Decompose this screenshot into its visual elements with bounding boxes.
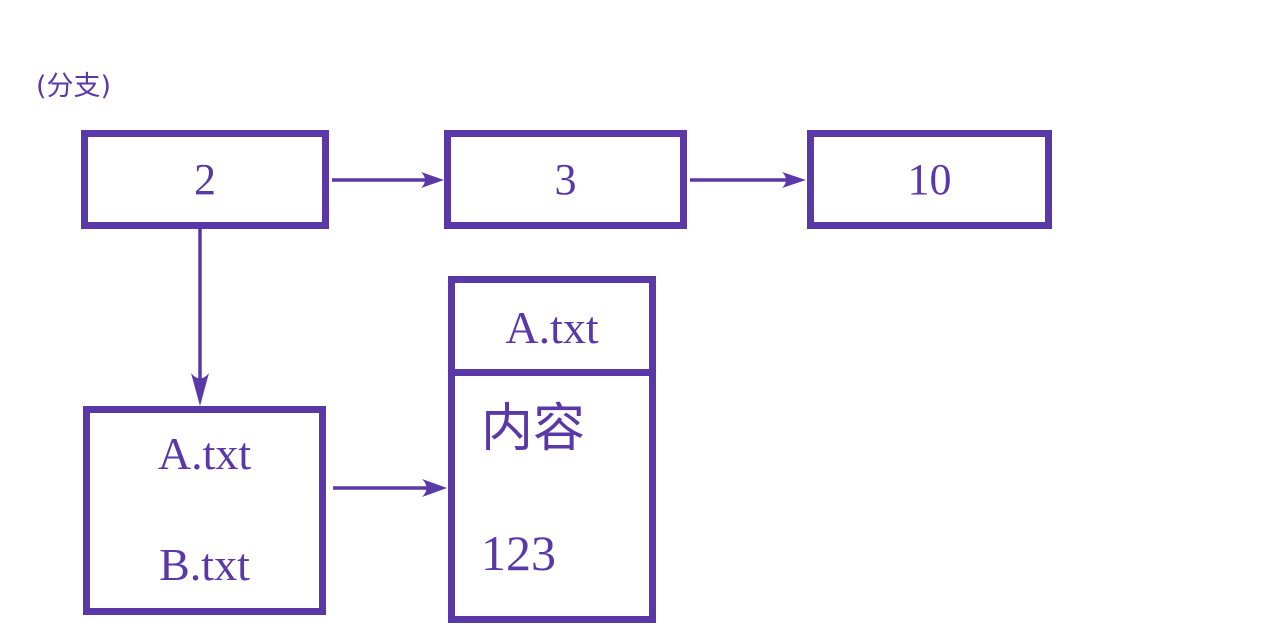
file-content-header: A.txt <box>505 302 599 353</box>
file-content-line-2: 123 <box>481 525 556 581</box>
commit-node-3-label: 3 <box>554 154 577 204</box>
arrow-commit2-to-staged-files-icon <box>191 228 209 406</box>
arrow-commit2-to-commit3-icon <box>332 172 444 188</box>
commit-node-2-label: 2 <box>194 154 216 204</box>
staged-file-b: B.txt <box>159 539 250 590</box>
commit-node-10-label: 10 <box>907 154 952 204</box>
arrow-staged-files-to-file-content-icon <box>333 479 447 497</box>
file-content-box: A.txt 内容 123 <box>448 276 656 623</box>
file-content-divider <box>454 369 650 376</box>
commit-node-2: 2 <box>81 130 329 229</box>
arrow-commit3-to-commit10-icon <box>690 172 806 188</box>
staged-file-a: A.txt <box>157 428 252 479</box>
commit-node-10: 10 <box>807 130 1052 229</box>
branch-label: (分支) <box>36 71 112 102</box>
staged-files-box: A.txt B.txt <box>83 406 326 615</box>
commit-node-3: 3 <box>444 130 687 229</box>
file-content-line-1: 内容 <box>481 399 586 459</box>
